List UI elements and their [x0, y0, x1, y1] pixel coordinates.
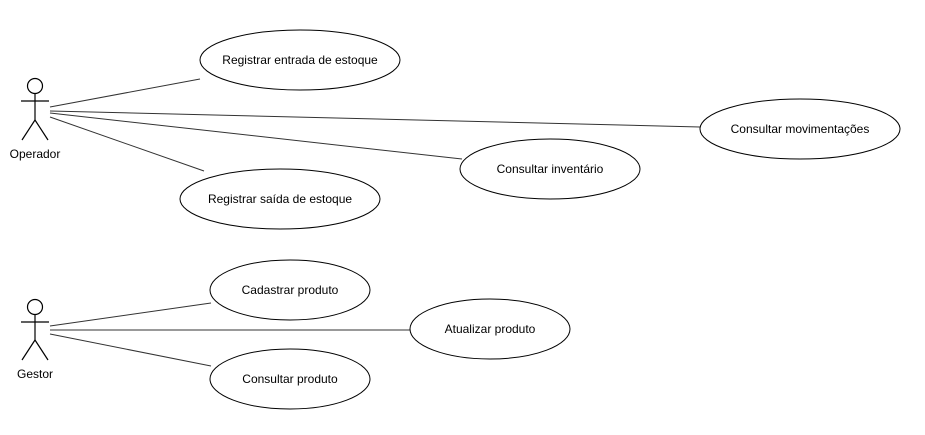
actor-left-leg	[21, 339, 36, 361]
association-operador-registrar-saida	[49, 116, 205, 172]
use-case-ellipse	[209, 348, 371, 410]
association-operador-consultar-inventario	[49, 112, 463, 160]
actor-head	[26, 77, 44, 95]
use-case-label: Consultar produto	[242, 372, 338, 386]
association-gestor-consultar-produto	[49, 333, 212, 367]
use-case-registrar-entrada[interactable]: Registrar entrada de estoque	[199, 29, 401, 91]
use-case-ellipse	[199, 29, 401, 91]
use-case-label: Registrar saída de estoque	[208, 192, 352, 206]
use-case-consultar-produto[interactable]: Consultar produto	[209, 348, 371, 410]
use-case-atualizar-produto[interactable]: Atualizar produto	[409, 298, 571, 360]
actor-head	[26, 298, 44, 316]
actor-left-leg	[21, 119, 36, 141]
use-case-consultar-inventario[interactable]: Consultar inventário	[459, 138, 641, 200]
use-case-ellipse	[409, 298, 571, 360]
use-case-label: Cadastrar produto	[242, 283, 339, 297]
actor-label-gestor: Gestor	[17, 367, 53, 381]
actor-operador[interactable]: Operador	[10, 77, 61, 162]
use-case-label: Consultar movimentações	[731, 122, 870, 136]
actor-right-leg	[34, 339, 49, 361]
use-case-ellipse	[179, 168, 381, 230]
use-case-registrar-saida[interactable]: Registrar saída de estoque	[179, 168, 381, 230]
use-case-label: Consultar inventário	[497, 162, 604, 176]
association-gestor-cadastrar-produto	[49, 302, 212, 327]
actor-gestor[interactable]: Gestor	[17, 298, 53, 382]
use-case-ellipse	[699, 98, 901, 160]
use-case-label: Atualizar produto	[445, 322, 536, 336]
actor-right-leg	[34, 119, 49, 141]
actor-label-operador: Operador	[10, 147, 61, 161]
association-operador-registrar-entrada	[49, 78, 201, 108]
association-operador-consultar-movimentacoes	[49, 110, 701, 128]
use-case-consultar-movimentacoes[interactable]: Consultar movimentações	[699, 98, 901, 160]
use-case-cadastrar-produto[interactable]: Cadastrar produto	[209, 259, 371, 321]
use-case-ellipse	[459, 138, 641, 200]
use-case-label: Registrar entrada de estoque	[222, 53, 378, 67]
use-case-ellipse	[209, 259, 371, 321]
